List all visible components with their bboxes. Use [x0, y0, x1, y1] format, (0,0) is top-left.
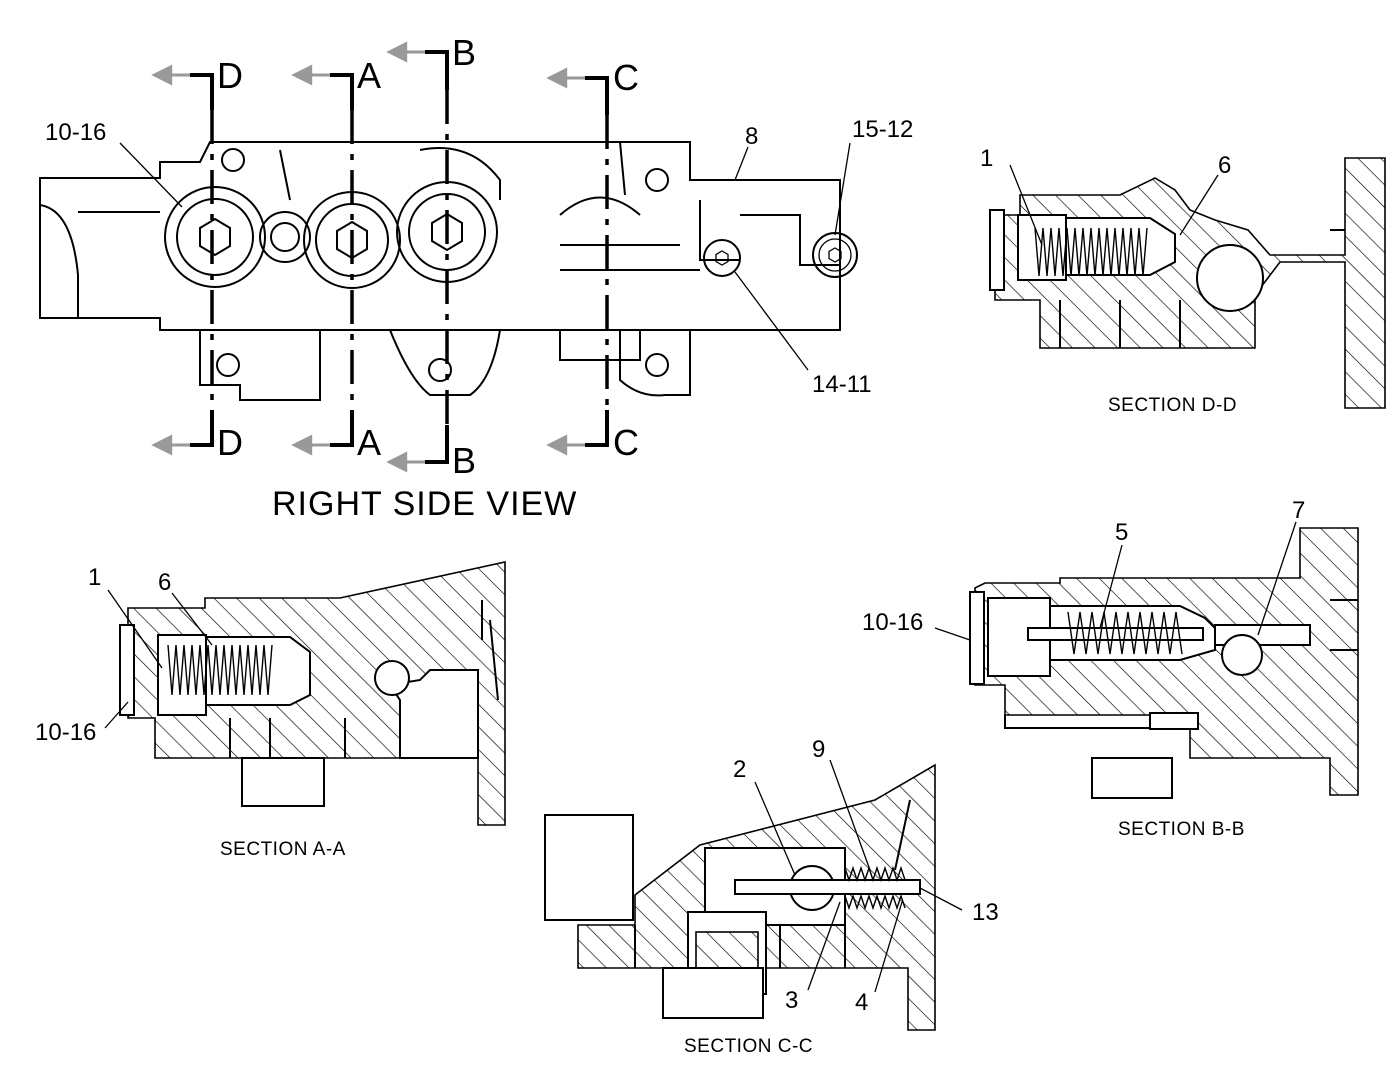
section-aa: 1 6 10-16 SECTION A-A [35, 561, 506, 860]
title-section-bb: SECTION B-B [1118, 819, 1245, 840]
bb-body [974, 527, 1359, 796]
dd-callout-6: 6 [1218, 152, 1231, 179]
section-cc: 2 9 13 3 4 SECTION C-C [544, 736, 999, 1057]
cc-callout-9: 9 [812, 736, 825, 763]
aa-leader-6 [171, 592, 213, 646]
aa-port [388, 669, 479, 759]
cc-callout-2: 2 [733, 756, 746, 783]
aa-callout-1: 1 [88, 564, 101, 591]
marker-c-bottom: C [613, 422, 639, 463]
bb-leader-10-16 [934, 627, 971, 641]
cc-leader-4 [874, 901, 903, 993]
bb-ribs [1004, 599, 1358, 729]
leader-14-11 [734, 271, 809, 371]
bb-lower-housing [1091, 757, 1173, 799]
marker-d-bottom: D [217, 422, 243, 463]
cc-callout-3: 3 [785, 987, 798, 1014]
section-line-b [386, 41, 449, 473]
cc-spring-9 [844, 865, 906, 883]
cc-leader-9 [829, 759, 871, 871]
bb-leader-7 [1257, 521, 1297, 636]
dd-callout-1: 1 [980, 145, 993, 172]
mount-hole [216, 353, 240, 377]
dd-leader-1 [1009, 164, 1043, 246]
section-bb: 5 7 10-16 SECTION B-B [862, 497, 1359, 840]
cc-leader-13 [919, 887, 963, 911]
aa-ball [374, 660, 410, 696]
bb-spring [1067, 611, 1183, 655]
dd-cap [989, 209, 1005, 291]
section-dd: 1 6 SECTION D-D [980, 145, 1386, 416]
callout-8: 8 [745, 123, 758, 150]
callout-14-11: 14-11 [812, 371, 872, 398]
dd-spool [1065, 217, 1176, 276]
cc-leader-3 [807, 901, 841, 991]
cc-spring-4 [844, 893, 906, 911]
aa-callout-10-16: 10-16 [35, 719, 96, 746]
center-small-plug [259, 211, 311, 263]
marker-a-bottom: A [357, 422, 381, 463]
title-section-aa: SECTION A-A [220, 839, 346, 860]
cc-callout-13: 13 [972, 899, 999, 926]
dd-ribs [1059, 229, 1345, 348]
aa-callout-6: 6 [158, 569, 171, 596]
callout-15-12: 15-12 [852, 116, 913, 143]
cc-stem-13 [734, 879, 921, 895]
title-right-side-view: RIGHT SIDE VIEW [272, 485, 577, 523]
aa-leader-1 [107, 589, 163, 669]
marker-b-bottom: B [452, 440, 476, 481]
dd-spring [1034, 227, 1148, 277]
marker-a-top: A [357, 55, 381, 96]
bb-callout-10-16: 10-16 [862, 609, 923, 636]
aa-leader-10-16 [104, 701, 129, 729]
title-section-dd: SECTION D-D [1108, 395, 1237, 416]
cc-lower-housing [662, 967, 764, 1019]
dd-ball [1196, 244, 1264, 312]
aa-body [127, 561, 506, 826]
callout-10-16: 10-16 [45, 119, 106, 146]
dd-leader-6 [1179, 174, 1219, 236]
mount-hole [645, 353, 669, 377]
bb-leader-5 [1099, 544, 1123, 629]
dd-body [994, 157, 1386, 409]
title-section-cc: SECTION C-C [684, 1036, 813, 1057]
section-line-d [151, 64, 214, 456]
marker-b-top: B [452, 32, 476, 73]
aa-lower-housing [241, 757, 325, 807]
right-side-view: D D A A B B C C 10-16 8 15-12 14-11 RIGH… [39, 32, 913, 523]
mount-hole [645, 168, 669, 192]
bb-cap [969, 591, 985, 685]
section-line-c [546, 67, 609, 456]
lower-right-lobe [619, 330, 691, 397]
leader-10-16 [119, 142, 183, 208]
cc-ribs [634, 799, 911, 968]
left-boss [39, 178, 160, 318]
bb-pin-5 [1027, 627, 1204, 641]
bb-callout-7: 7 [1292, 497, 1305, 524]
cc-callout-4: 4 [855, 989, 868, 1016]
bb-ball [1221, 634, 1263, 676]
aa-cap [119, 624, 135, 716]
mount-hole [428, 358, 452, 382]
aa-spring [167, 644, 273, 696]
upper-ridges [279, 141, 840, 271]
cc-leader-2 [754, 781, 796, 876]
cc-cap-block [544, 814, 634, 921]
lower-lobe-center [389, 329, 501, 396]
plug-d [164, 186, 266, 288]
marker-d-top: D [217, 55, 243, 96]
leader-15-12 [834, 142, 851, 236]
leader-8 [734, 146, 749, 181]
bb-callout-5: 5 [1115, 519, 1128, 546]
bb-check [1149, 712, 1199, 730]
section-line-a [291, 64, 354, 456]
aa-ribs [229, 600, 499, 758]
mount-hole [221, 148, 245, 172]
marker-c-top: C [613, 57, 639, 98]
valve-body-outline [39, 141, 841, 331]
small-plug-14-11 [703, 239, 741, 277]
lower-housing [199, 330, 641, 401]
